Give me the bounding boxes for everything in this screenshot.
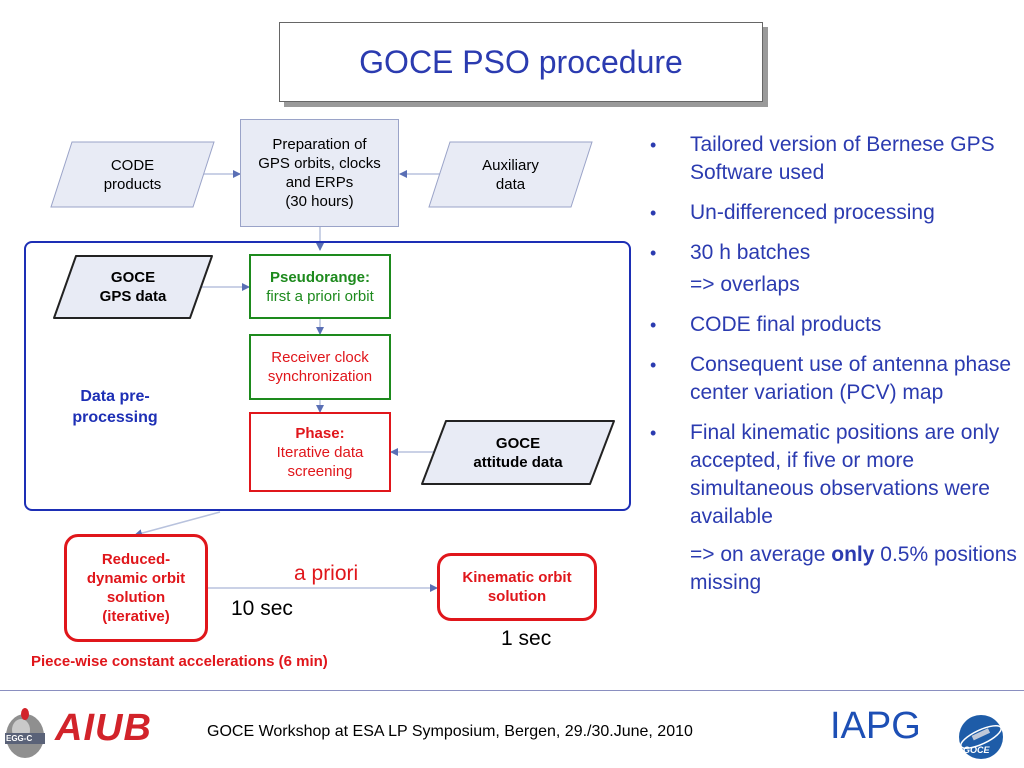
- footer-text: GOCE Workshop at ESA LP Symposium, Berge…: [207, 723, 693, 740]
- bullet-item: • CODE final products: [650, 311, 1020, 339]
- kinematic-line-2: solution: [487, 588, 547, 605]
- auxiliary-line-1: Auxiliary: [482, 156, 539, 174]
- final-sub-emphasis: only: [831, 543, 875, 566]
- preprocessing-line-1: Data pre-: [80, 388, 150, 405]
- goce-gps-line-2: GPS data: [99, 288, 167, 305]
- phase-line-2: screening: [287, 462, 353, 480]
- prep-line-4: (30 hours): [285, 193, 354, 210]
- one-sec-label: 1 sec: [501, 627, 552, 650]
- bullet-text: Final kinematic positions are only accep…: [690, 421, 1000, 528]
- final-sub-prefix: => on average: [690, 543, 832, 566]
- prep-line-3: and ERPs: [285, 174, 354, 191]
- egg-c-logo: EGG-C: [3, 706, 47, 760]
- goce-logo-text: GOCE: [963, 745, 990, 755]
- goce-attitude-line-1: GOCE: [495, 434, 541, 452]
- piecewise-label: Piece-wise constant accelerations (6 min…: [31, 653, 328, 670]
- bullet-marker: •: [650, 135, 657, 155]
- bullet-text: Consequent use of antenna phase center v…: [690, 353, 1012, 404]
- preprocessing-line-2: processing: [72, 409, 158, 426]
- receiver-clock-line-2: synchronization: [267, 368, 373, 385]
- auxiliary-line-2: data: [495, 175, 526, 193]
- bullet-text: Un-differenced processing: [690, 201, 935, 224]
- reduced-line-1: Reduced-: [101, 551, 171, 568]
- preparation-box: Preparation of GPS orbits, clocks and ER…: [240, 119, 399, 227]
- prep-line-2: GPS orbits, clocks: [258, 155, 381, 172]
- final-subtext: => on average only 0.5% positions missin…: [650, 541, 1020, 597]
- goce-attitude-data-node: GOCE attitude data: [420, 419, 616, 486]
- pseudorange-subtitle: first a priori orbit: [266, 287, 374, 305]
- bullet-item: • Un-differenced processing: [650, 199, 1020, 227]
- bullet-list: • Tailored version of Bernese GPS Softwar…: [650, 131, 1020, 609]
- title-box: GOCE PSO procedure: [279, 22, 763, 102]
- auxiliary-data-node: Auxiliary data: [428, 141, 593, 208]
- reduced-line-2: dynamic orbit: [86, 570, 186, 587]
- bullet-item: • Consequent use of antenna phase center …: [650, 351, 1020, 407]
- code-products-node: CODE products: [50, 141, 215, 208]
- page-title: GOCE PSO procedure: [359, 43, 683, 80]
- final-sub-suffix: 0.5% positions missing: [690, 543, 1017, 594]
- phase-title: Phase:: [295, 424, 345, 442]
- receiver-clock-line-1: Receiver clock: [271, 349, 369, 366]
- kinematic-box: Kinematic orbit solution: [437, 553, 597, 621]
- reduced-dynamic-box: Reduced- dynamic orbit solution (iterati…: [64, 534, 208, 642]
- goce-attitude-line-2: attitude data: [473, 453, 563, 471]
- phase-line-1: Iterative data: [276, 443, 364, 461]
- footer-divider: [0, 690, 1024, 691]
- code-products-line-1: CODE: [110, 156, 155, 174]
- bullet-item: • 30 h batches: [650, 239, 1020, 267]
- pseudorange-box: Pseudorange: first a priori orbit: [249, 254, 391, 319]
- bullet-marker: •: [650, 203, 657, 223]
- arrow-panel-to-reduced: [134, 511, 221, 538]
- a-priori-label: a priori: [294, 562, 359, 585]
- prep-line-1: Preparation of: [272, 136, 367, 153]
- preprocessing-label: Data pre- processing: [40, 386, 190, 428]
- bullet-text: Tailored version of Bernese GPS Software…: [690, 133, 995, 184]
- pseudorange-title: Pseudorange:: [269, 268, 371, 286]
- ten-sec-label: 10 sec: [231, 597, 293, 620]
- bullet-item: • Final kinematic positions are only acce…: [650, 419, 1020, 531]
- kinematic-line-1: Kinematic orbit: [462, 569, 572, 586]
- reduced-line-3: solution: [106, 589, 166, 606]
- processing-panel: [24, 241, 631, 511]
- bullet-subtext: => overlaps: [690, 273, 800, 296]
- phase-box: Phase: Iterative data screening: [249, 412, 391, 492]
- bullet-marker: •: [650, 315, 657, 335]
- goce-logo: GOCE: [956, 712, 1006, 762]
- egg-c-text: EGG-C: [6, 734, 33, 743]
- bullet-marker: •: [650, 355, 657, 375]
- iapg-logo: IAPG: [830, 705, 921, 747]
- reduced-line-4: (iterative): [102, 608, 170, 625]
- bullet-text: CODE final products: [690, 313, 882, 336]
- goce-gps-line-1: GOCE: [110, 269, 156, 286]
- bullet-marker: •: [650, 243, 657, 263]
- bullet-text: 30 h batches: [690, 241, 811, 264]
- goce-gps-data-node: GOCE GPS data: [52, 254, 214, 320]
- bullet-item: • Tailored version of Bernese GPS Softwar…: [650, 131, 1020, 187]
- code-products-line-2: products: [103, 175, 162, 193]
- aiub-logo: AIUB: [55, 707, 152, 749]
- bullet-marker: •: [650, 423, 657, 443]
- receiver-clock-box: Receiver clock synchronization: [249, 334, 391, 400]
